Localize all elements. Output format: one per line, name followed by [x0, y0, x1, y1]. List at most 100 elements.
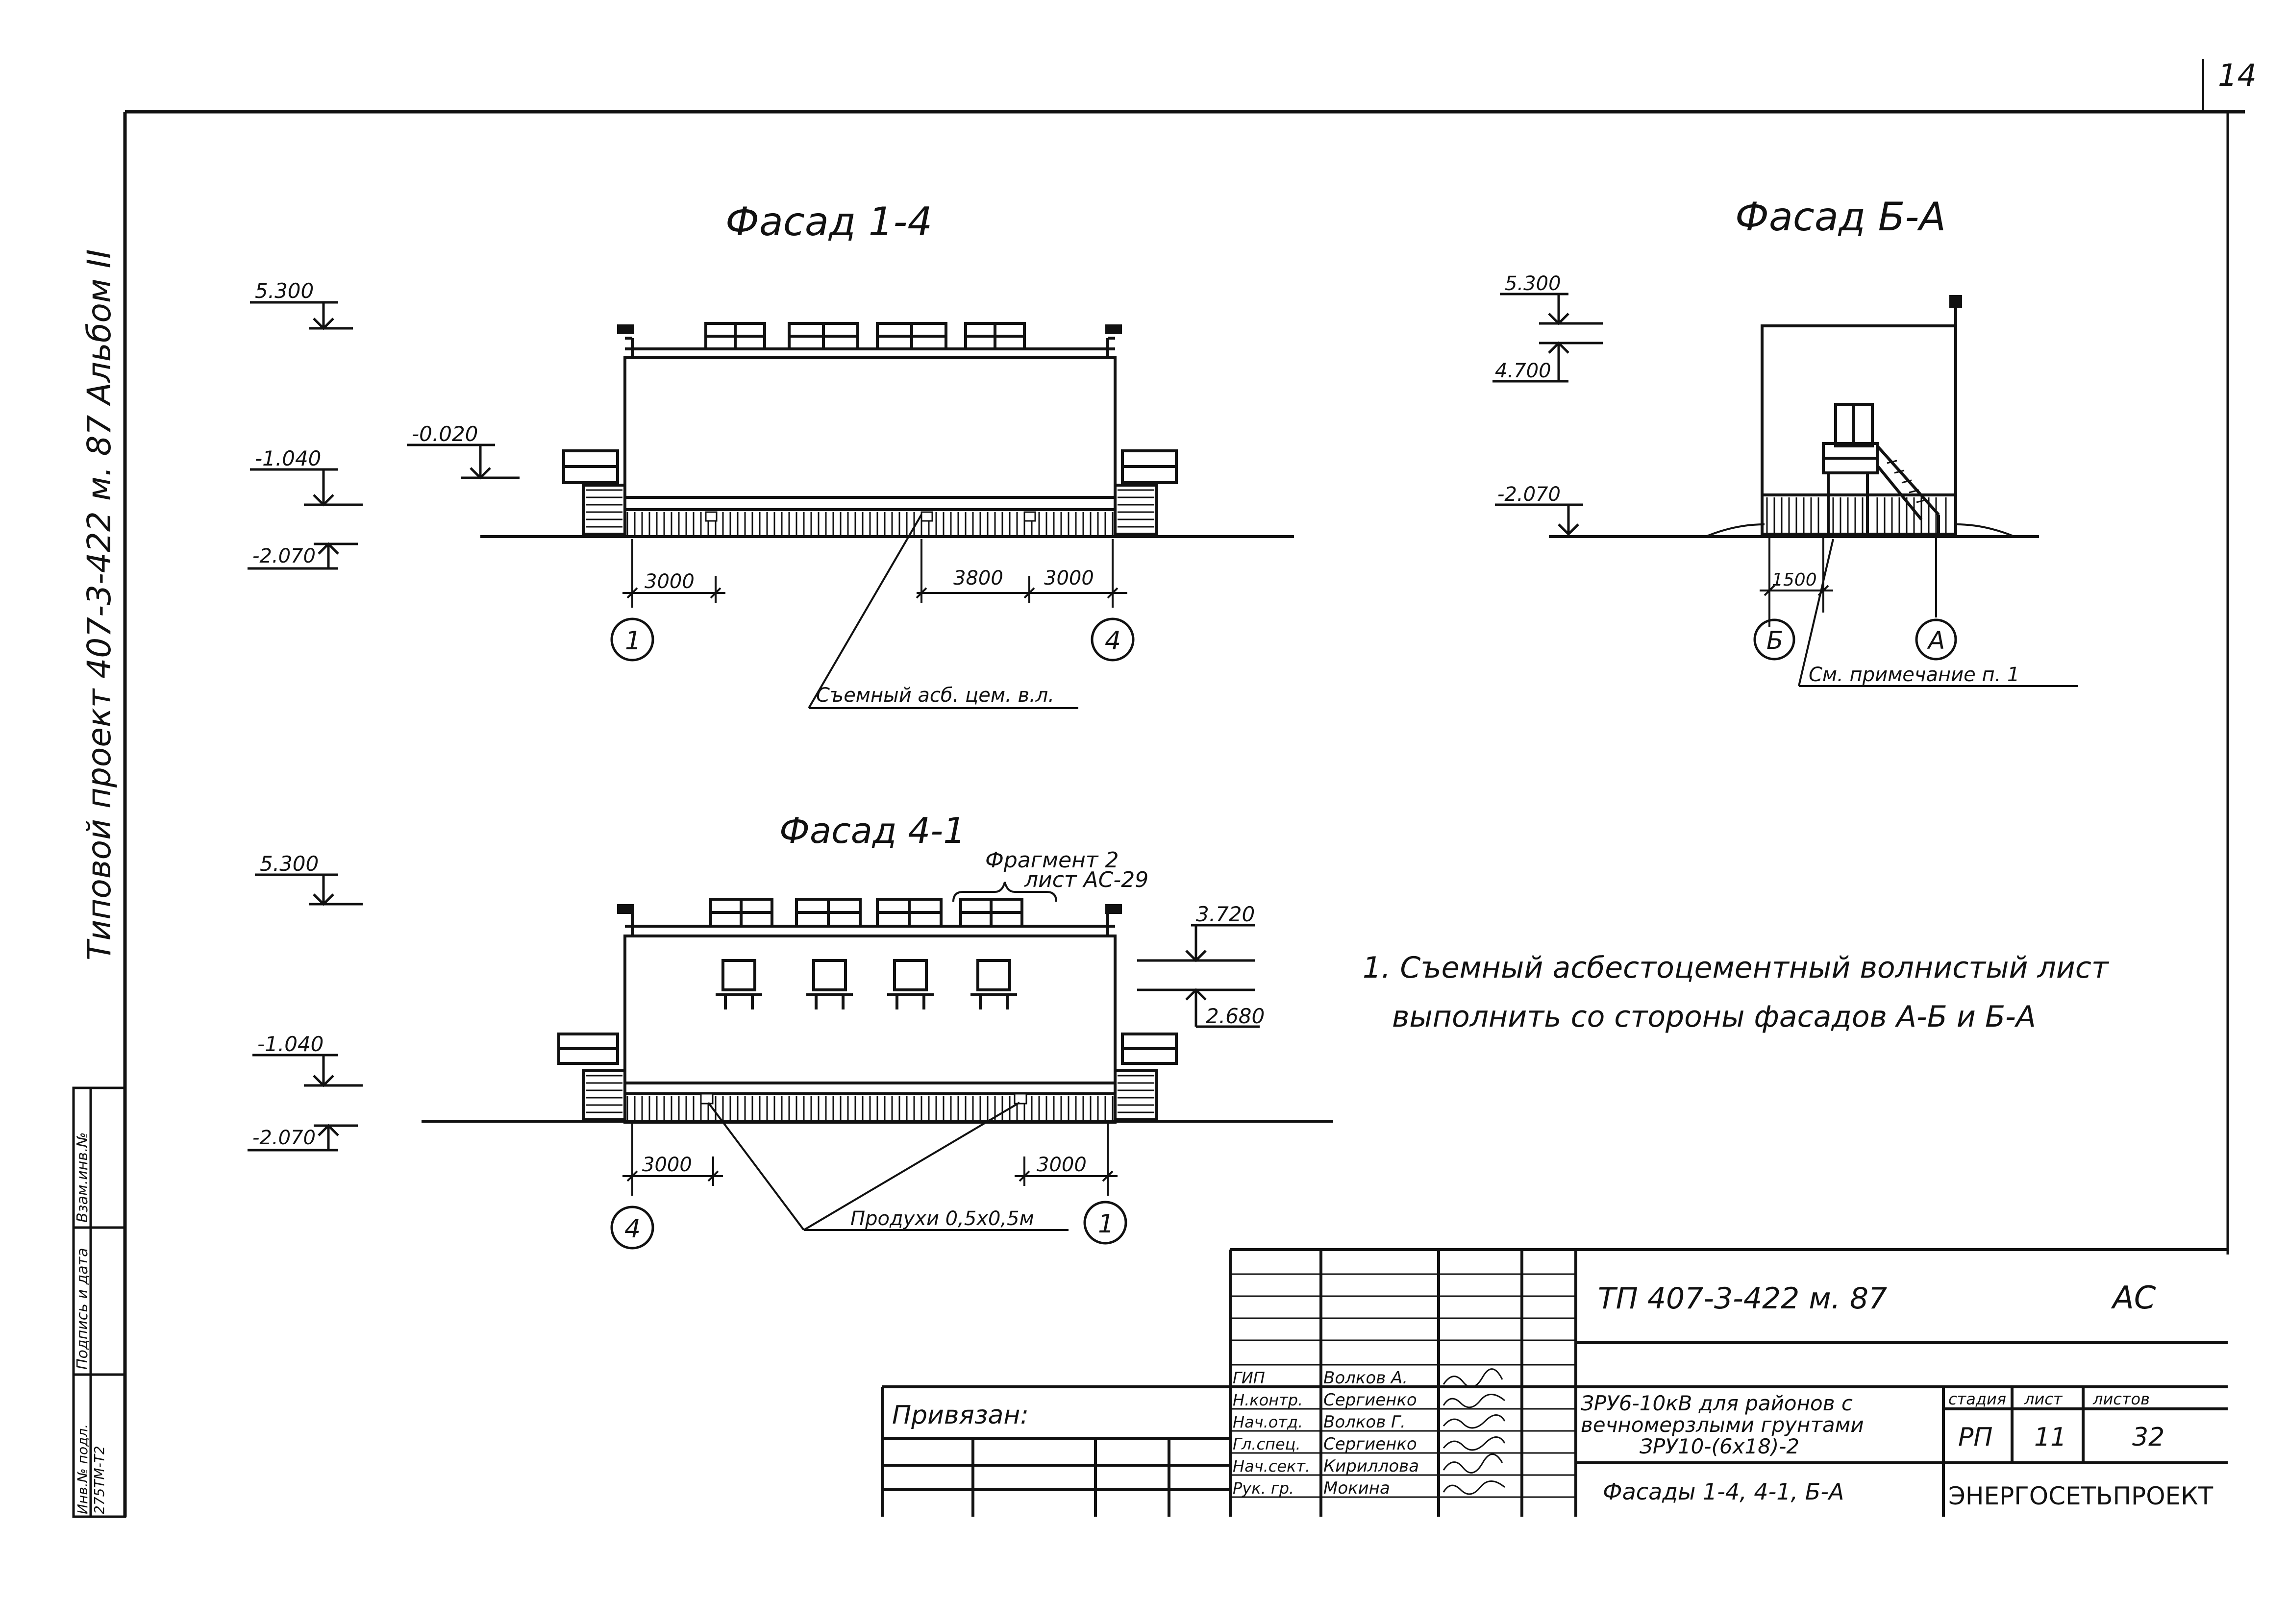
tb-h-sheets: листов [2092, 1390, 2150, 1408]
axis-b-label: Б [1766, 626, 1783, 655]
level-41-2680: 2.680 [1206, 1004, 1265, 1028]
tb-name-1: Сергиенко [1323, 1390, 1417, 1410]
facade-1-4: Фасад 1-4 5.300 -1.040 -0.020 -2.070 [248, 199, 1294, 709]
level-5300-mark [250, 301, 353, 330]
level-41-2680-mark [1137, 988, 1260, 1028]
tb-role-3: Гл.спец. [1233, 1435, 1301, 1453]
tb-name-5: Мокина [1323, 1478, 1390, 1498]
level-ba-5300-mark [1500, 293, 1603, 325]
axis-bubble-1 [610, 617, 654, 662]
level-41-minus2070: -2.070 [252, 1127, 316, 1149]
stamp-col1: Взам.инв.№ [74, 1132, 91, 1223]
dim-1500: 1500 [1772, 570, 1817, 590]
stamp-col3: Инв.№ подл. [75, 1424, 91, 1514]
level-ba-5300: 5.300 [1505, 272, 1561, 295]
axis-1-label: 1 [625, 626, 641, 656]
level-minus1040: -1.040 [255, 446, 321, 470]
note-line-2: выполнить со стороны фасадов А-Б и Б-А [1392, 1000, 2036, 1034]
level-5300: 5.300 [255, 279, 314, 303]
title-block-grid [881, 1248, 2228, 1517]
dim-41-3000-a: 3000 [642, 1154, 692, 1176]
axis-bubble-4 [1091, 617, 1135, 662]
tb-role-4: Нач.сект. [1233, 1457, 1310, 1476]
axis-bubble-b [1753, 618, 1795, 661]
facade-b-a-callout: См. примечание п. 1 [1809, 664, 2020, 686]
axis-41-4-label: 4 [624, 1214, 641, 1244]
level-minus2070: -2.070 [252, 545, 316, 567]
level-ba-minus2070-mark [1495, 503, 1583, 536]
facade-b-a-dims [1760, 537, 2078, 687]
tb-sheet-no: 11 [2034, 1423, 2066, 1452]
tb-sheets-total: 32 [2132, 1423, 2164, 1452]
level-41-3720-mark [1137, 924, 1255, 962]
level-minus0020-mark [407, 443, 520, 480]
facade-4-1-building [557, 898, 1178, 1124]
facade-b-a-building [1761, 295, 1962, 537]
dim-3000-b: 3000 [1044, 567, 1094, 590]
facade-4-1-dims [622, 1102, 1118, 1231]
fragment-sheet: лист АС-29 [1024, 867, 1148, 892]
level-ba-minus2070: -2.070 [1497, 483, 1561, 506]
dim-41-3000-b: 3000 [1037, 1154, 1087, 1176]
tb-project-title-1: ЗРУ6-10кВ для районов с [1581, 1391, 1853, 1415]
stamp-col2: Подпись и дата [74, 1248, 91, 1370]
left-stamp [72, 1086, 126, 1518]
axis-bubble-41-1 [1083, 1201, 1127, 1245]
note-line-1: 1. Съемный асбестоцементный волнистый ли… [1363, 951, 2110, 985]
dim-3000-a: 3000 [645, 570, 695, 593]
tb-role-2: Нач.отд. [1233, 1413, 1303, 1431]
title-block-thin-rows [1230, 1273, 1576, 1498]
facade-1-4-callout: Съемный асб. цем. в.л. [816, 684, 1054, 707]
side-project-text: Типовой проект 407-3-422 м. 87 Альбом II [80, 249, 118, 960]
tb-project-title-3: ЗРУ10-(6х18)-2 [1640, 1434, 1799, 1458]
facade-b-a: Фасад Б-А 5.300 4.700 -2.070 [1492, 194, 2078, 687]
facade-4-1-title: Фасад 4-1 [779, 810, 966, 851]
tb-org: ЭНЕРГОСЕТЬПРОЕКТ [1948, 1482, 2213, 1510]
tb-role-5: Рук. гр. [1233, 1479, 1294, 1498]
tb-code: ТП 407-3-422 м. 87 [1598, 1281, 1887, 1316]
level-ba-4700-mark [1492, 341, 1603, 383]
tb-role-0: ГИП [1233, 1369, 1265, 1387]
fragment-brace [952, 882, 1057, 902]
tb-name-0: Волков А. [1323, 1368, 1408, 1388]
tb-mark: АС [2111, 1280, 2156, 1316]
tb-role-1: Н.контр. [1233, 1391, 1303, 1409]
tb-name-2: Волков Г. [1323, 1412, 1406, 1432]
level-41-minus1040-mark [252, 1054, 363, 1087]
facade-b-a-grade [1705, 523, 2015, 538]
facade-1-4-building [562, 322, 1178, 538]
axis-4-label: 4 [1105, 626, 1121, 656]
level-41-3720: 3.720 [1196, 902, 1255, 926]
tb-h-stage: стадия [1948, 1390, 2006, 1408]
axis-41-1-label: 1 [1098, 1209, 1114, 1239]
level-41-5300-mark [255, 873, 363, 906]
facade-1-4-dims [622, 539, 1127, 608]
stamp-col3-value: 275ТМ-Т2 [91, 1446, 107, 1514]
tb-h-sheet: лист [2024, 1390, 2063, 1408]
page-number: 14 [2218, 57, 2257, 93]
tb-name-3: Сергиенко [1323, 1434, 1417, 1454]
facade-4-1-callout: Продухи 0,5х0,5м [850, 1207, 1034, 1230]
level-41-5300: 5.300 [260, 852, 319, 876]
tb-sheet-title: Фасады 1-4, 4-1, Б-А [1603, 1478, 1844, 1505]
facade-b-a-hatch [1766, 460, 1947, 534]
facade-b-a-title: Фасад Б-А [1735, 194, 1946, 240]
fragment-label: Фрагмент 2 [985, 848, 1119, 873]
level-41-minus1040: -1.040 [257, 1032, 323, 1056]
sheet-frame [123, 59, 2245, 1517]
level-ba-4700: 4.700 [1495, 360, 1551, 382]
tb-stage: РП [1958, 1423, 1992, 1452]
axis-bubble-41-4 [610, 1206, 654, 1250]
dim-3800: 3800 [953, 567, 1003, 590]
axis-a-label: А [1927, 626, 1945, 655]
axis-bubble-a [1915, 618, 1957, 661]
level-41-minus2070-mark [248, 1124, 358, 1152]
level-minus2070-mark [248, 542, 358, 570]
facade-1-4-hatch [586, 489, 1154, 537]
level-minus1040-mark [250, 468, 363, 507]
tb-privyazan: Привязан: [892, 1401, 1029, 1430]
facade-4-1: Фасад 4-1 Фрагмент 2 лист АС-29 5.300 -1… [248, 810, 1333, 1250]
tb-project-title-2: вечномерзлыми грунтами [1581, 1413, 1864, 1437]
facade-1-4-callout-leader [808, 514, 1078, 709]
